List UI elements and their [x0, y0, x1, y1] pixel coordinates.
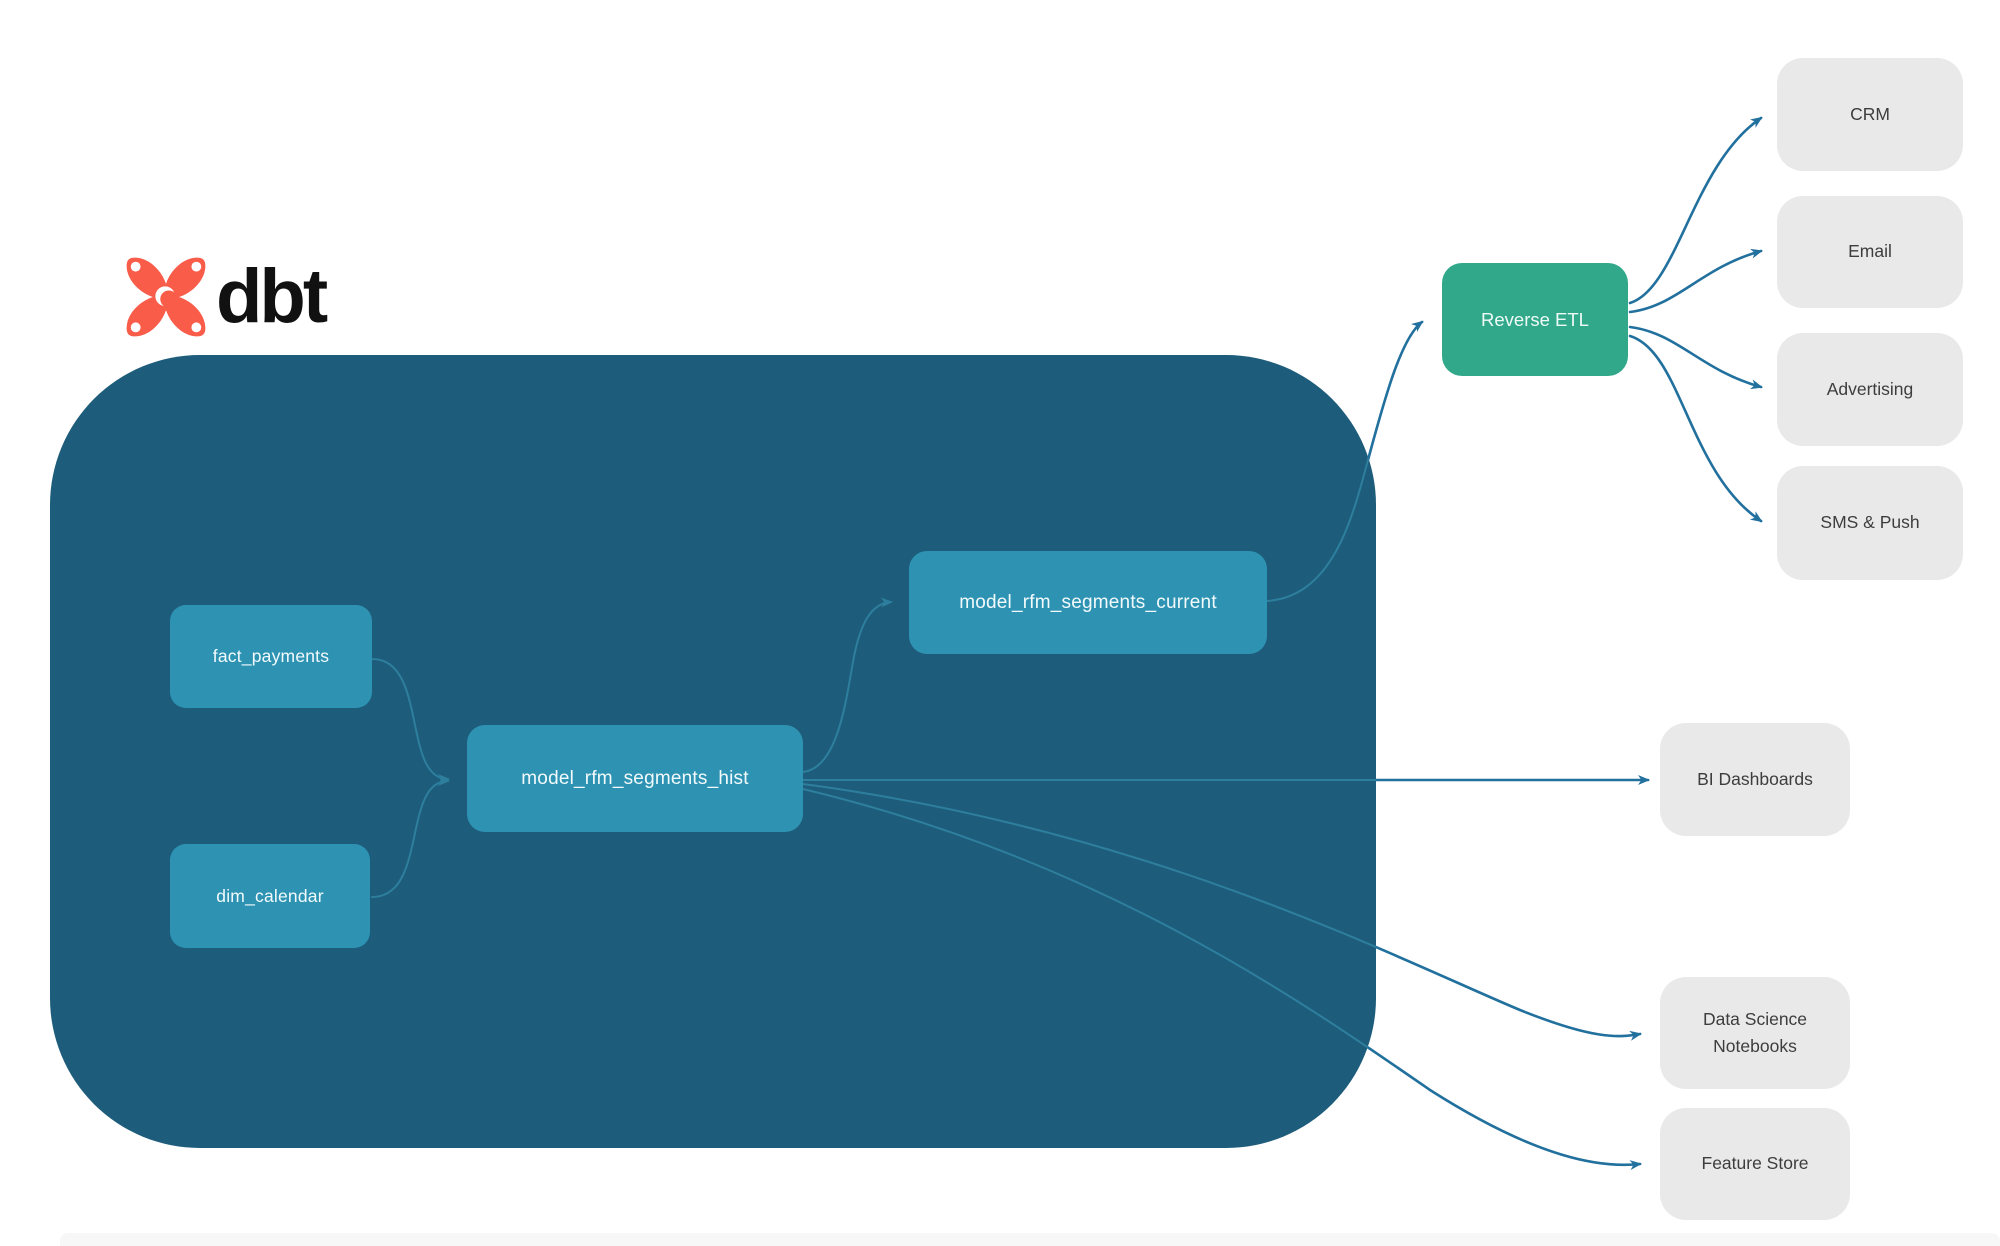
node-label: Reverse ETL: [1481, 308, 1589, 330]
node-label: SMS & Push: [1820, 512, 1920, 533]
node-dim-calendar: dim_calendar: [170, 844, 370, 948]
node-label: Advertising: [1826, 378, 1914, 399]
node-label: Feature Store: [1701, 1153, 1809, 1174]
edge-reverse-etl-to-email: [1628, 248, 1763, 314]
node-label: Email: [1848, 241, 1892, 262]
edge-reverse-etl-to-sms-push: [1628, 334, 1763, 523]
node-label: CRM: [1850, 103, 1890, 124]
node-bi-dashboards: BI Dashboards: [1660, 723, 1850, 836]
edge-fact-payments-to-hist: [371, 658, 450, 784]
node-advertising: Advertising: [1777, 333, 1963, 446]
node-reverse-etl: Reverse ETL: [1442, 263, 1628, 376]
node-model-rfm-segments-current: model_rfm_segments_current: [909, 551, 1267, 654]
node-email: Email: [1777, 196, 1963, 308]
edge-dim-calendar-to-hist: [371, 776, 450, 898]
node-crm: CRM: [1777, 58, 1963, 171]
bottom-page-edge: [60, 1233, 2000, 1246]
node-label: fact_payments: [212, 646, 330, 666]
edge-hist-to-current: [802, 597, 893, 773]
node-model-rfm-segments-hist: model_rfm_segments_hist: [467, 725, 803, 832]
node-feature-store: Feature Store: [1660, 1108, 1850, 1220]
dbt-logo: dbt: [124, 254, 328, 339]
edge-current-to-reverse-etl-inside: [1266, 321, 1423, 602]
edge-reverse-etl-to-crm: [1628, 116, 1763, 305]
node-label: model_rfm_segments_current: [959, 591, 1217, 613]
node-sms-push: SMS & Push: [1777, 466, 1963, 580]
node-fact-payments: fact_payments: [170, 605, 372, 708]
node-label: model_rfm_segments_hist: [521, 767, 749, 789]
node-label: BI Dashboards: [1697, 768, 1813, 789]
node-label: Data Science Notebooks: [1702, 1008, 1808, 1056]
dbt-logo-icon: [126, 257, 206, 337]
edge-hist-to-feature-store-inside: [802, 788, 1641, 1166]
edge-hist-to-data-science-notebooks: [801, 782, 1642, 1041]
edge-hist-to-notebooks-inside: [802, 783, 1641, 1038]
edge-reverse-etl-to-advertising: [1628, 325, 1763, 390]
node-label: dim_calendar: [216, 885, 324, 906]
edge-hist-to-feature-store: [801, 787, 1642, 1171]
node-data-science-notebooks: Data Science Notebooks: [1660, 977, 1850, 1089]
edge-current-to-reverse-etl: [1265, 320, 1424, 603]
dbt-logo-text: dbt: [216, 254, 328, 339]
